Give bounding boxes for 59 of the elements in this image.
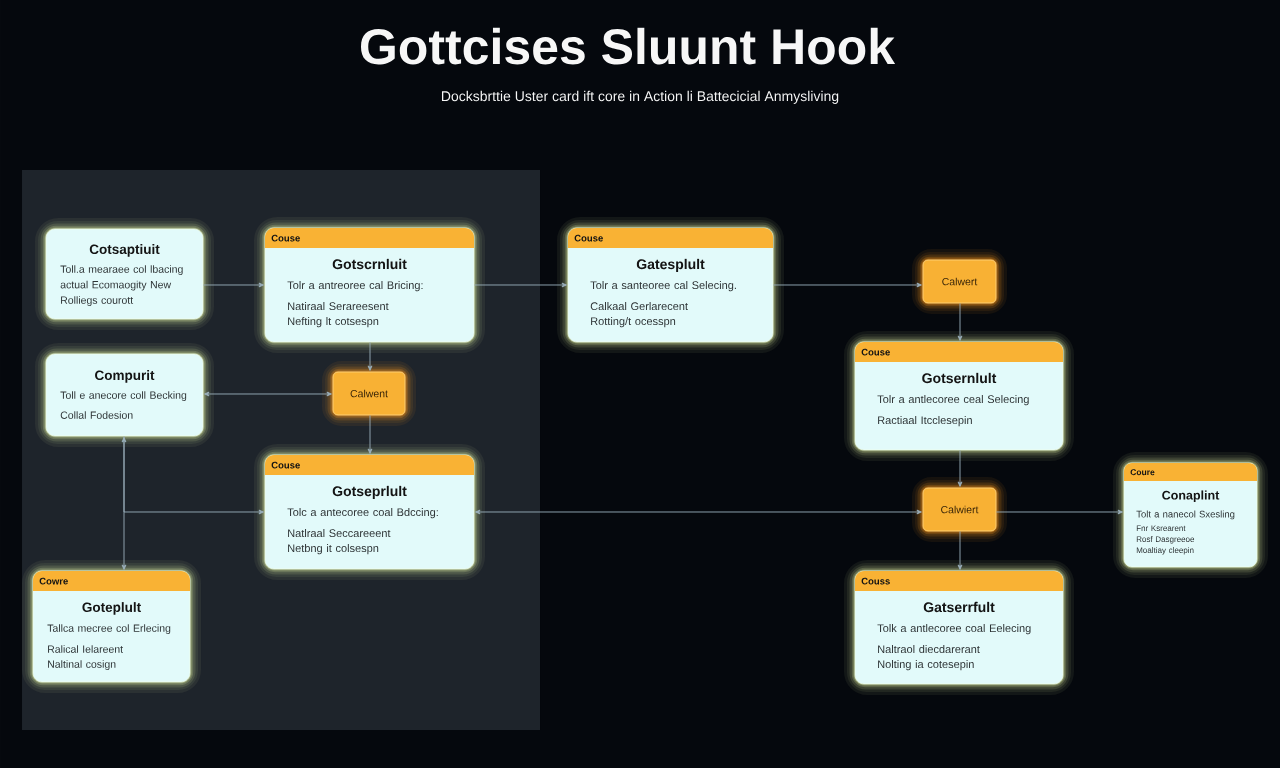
connector (475, 509, 922, 515)
card-text: Fnr Ksrearent Rosf Dasgreeoe Moaltiay cleepin (1136, 525, 1195, 555)
card-text: Tolk a antlecoree coal Eelecing (877, 624, 1031, 635)
card-text: Tolr a santeoree cal Selecing. (590, 281, 736, 292)
connector (473, 282, 567, 288)
card-text: Tolr a antreoree cal Bricing: (287, 281, 423, 292)
card-text: Tolt a nanecol Sxesling (1136, 510, 1235, 520)
card-text: Natiraal Serareesent Nefting lt cotsespn (288, 302, 389, 328)
card-header: Couse (855, 342, 1063, 362)
course-card (254, 444, 485, 580)
connector (367, 415, 373, 454)
card-title: Gatserrfult (923, 601, 995, 613)
connector (121, 437, 127, 570)
card-header: Couse (568, 228, 773, 248)
card-text: Tolc a antecoree coal Bdccing: (287, 508, 438, 519)
card-title: Gotscrnluit (332, 258, 407, 270)
connector (996, 509, 1123, 515)
connector (772, 282, 922, 288)
course-card (22, 560, 201, 693)
card-text: Ralical Ielareent Naltinal cosign (48, 645, 123, 670)
course-card (254, 217, 485, 353)
course-card (844, 560, 1074, 695)
connector (123, 435, 264, 515)
box-text: Toll.a mearaee col lbacing actual Ecomaogity New Rolliegs courott (60, 265, 183, 306)
card-text: Ractiaal Itcclesepin (878, 416, 972, 427)
subtitle: Docksbrttie Uster card ift core in Action li Battecicial Anmysliving (441, 90, 839, 104)
connector (202, 282, 264, 288)
card-text: Tolr a antlecoree ceal Selecing (877, 395, 1029, 406)
course-card (1113, 452, 1268, 578)
box-title: Cotsaptiuit (89, 244, 160, 257)
card-title: Conaplint (1162, 490, 1220, 503)
box-text: Toll e anecore coll Becking (60, 391, 187, 401)
info-box (35, 218, 214, 330)
card-header: Couse (265, 228, 474, 248)
course-card (557, 217, 784, 353)
course-card (844, 331, 1074, 461)
connector (204, 391, 332, 397)
card-header: Couse (265, 455, 474, 475)
card-header: Cowre (33, 571, 190, 591)
connector (957, 531, 963, 570)
card-text: Tallca mecree col Erlecing (47, 624, 171, 634)
process-box: Calwent (322, 361, 416, 426)
card-text: Naltraol diecdarerant Nolting ia cotesepin (878, 645, 980, 671)
card-header: Couss (855, 571, 1063, 591)
box-title: Compurit (95, 370, 155, 383)
title: Gottcises Sluunt Hook (361, 27, 896, 65)
card-title: Gotsernlult (922, 372, 997, 384)
card-title: Gotseprlult (332, 485, 407, 499)
box-text: Collal Fodesion (60, 411, 133, 419)
connector (367, 341, 373, 371)
info-box (35, 343, 214, 447)
card-title: Gatesplult (636, 258, 705, 272)
card-title: Goteplult (82, 602, 141, 615)
card-text: Calkaal Gerlarecent Rotting/t ocesspn (590, 302, 688, 328)
connector (957, 303, 963, 341)
connector (957, 449, 963, 487)
process-box: Calwert (912, 249, 1007, 314)
process-box: Calwiert (912, 477, 1007, 542)
card-text: Natlraal Seccareeent Netbng it colsespn (288, 529, 391, 555)
